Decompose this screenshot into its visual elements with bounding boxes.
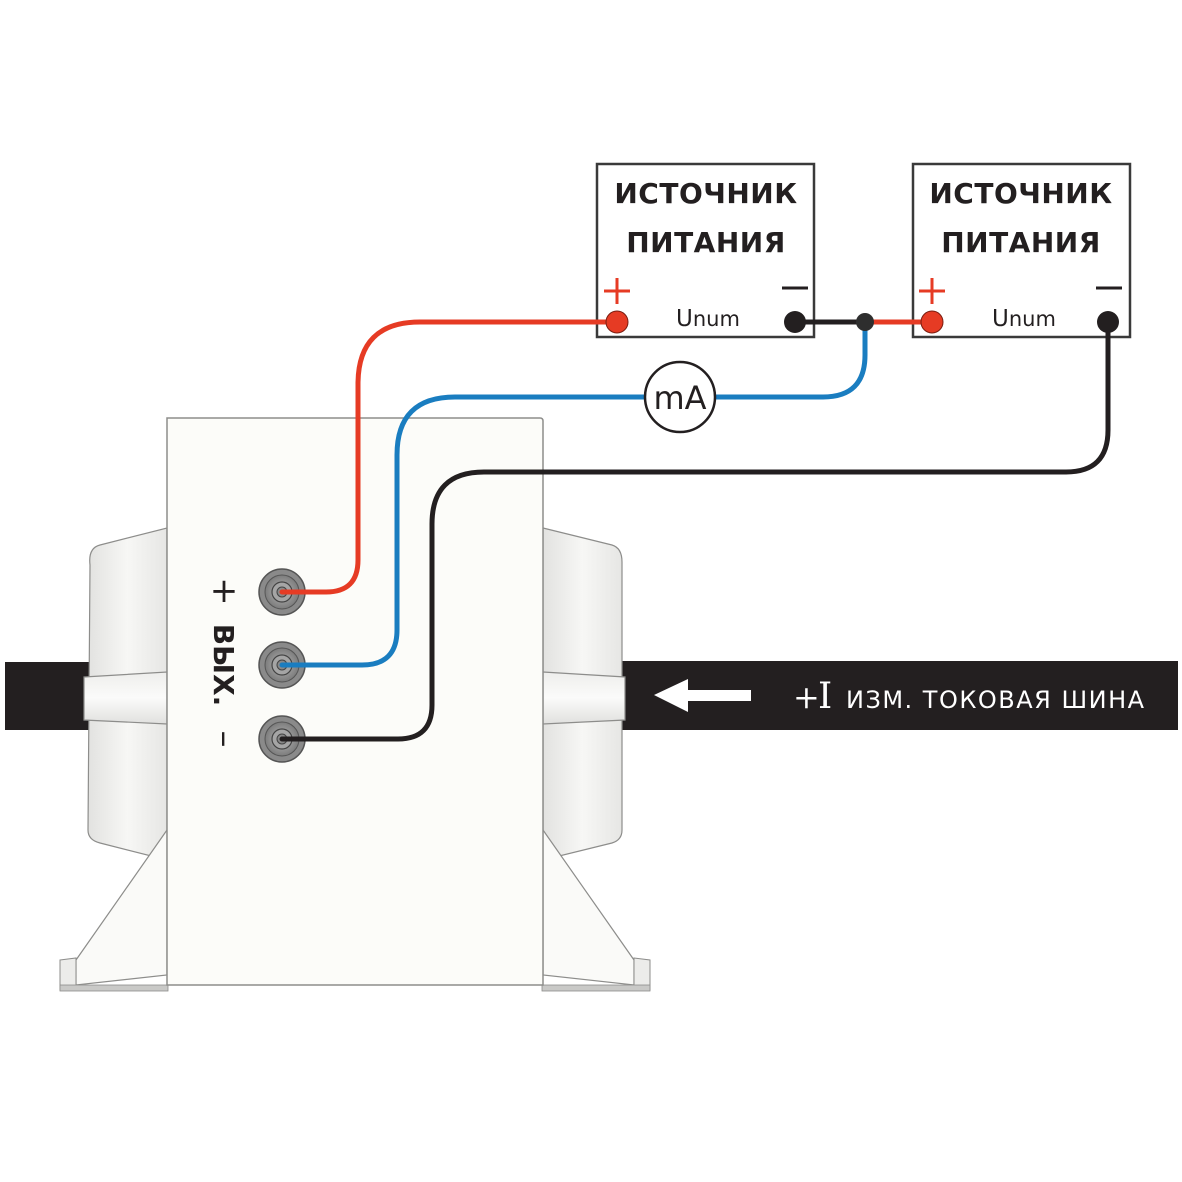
psu2-minus-terminal[interactable]: [1097, 311, 1119, 333]
junction-node: [856, 313, 874, 331]
current-sensor: + ВЫХ. –: [59, 417, 651, 992]
power-supply-2: ИСТОЧНИК ПИТАНИЯ Unum: [911, 162, 1132, 339]
wire-signal[interactable]: [712, 319, 868, 400]
psu1-minus-terminal[interactable]: [784, 311, 806, 333]
milliammeter-icon: mA: [643, 360, 717, 434]
psu2-title-line1: ИСТОЧНИК: [929, 177, 1112, 210]
wires: [279, 319, 1111, 742]
sensor-right-flange: [541, 527, 651, 992]
busbar-label: ИЗМ. ТОКОВАЯ ШИНА: [846, 686, 1146, 714]
sensor-body: [166, 417, 544, 986]
sensor-left-flange: [59, 527, 169, 992]
busbar-label-group: + I ИЗМ. ТОКОВАЯ ШИНА: [654, 676, 1146, 717]
output-label: ВЫХ.: [207, 624, 240, 707]
psu1-title-line1: ИСТОЧНИК: [614, 177, 797, 210]
arrow-left-icon: [654, 679, 751, 712]
psu2-plus-sign: [919, 278, 945, 304]
psu2-title-line2: ПИТАНИЯ: [941, 226, 1101, 259]
meter-label: mA: [653, 379, 706, 417]
psu2-plus-terminal[interactable]: [920, 310, 944, 334]
terminal-plus-label: +: [210, 571, 239, 611]
power-supply-1: ИСТОЧНИК ПИТАНИЯ Unum: [595, 162, 816, 339]
psu1-title-line2: ПИТАНИЯ: [626, 226, 786, 259]
current-symbol: I: [818, 676, 832, 717]
psu1-plus-sign: [604, 278, 630, 304]
terminal-minus-label: –: [205, 731, 245, 748]
wire-positive[interactable]: [279, 319, 620, 595]
psu1-plus-terminal[interactable]: [605, 310, 629, 334]
current-plus-symbol: +: [793, 678, 820, 716]
psu2-voltage-label: Unum: [992, 306, 1056, 332]
psu1-voltage-label: Unum: [676, 306, 740, 332]
wire-signal-to-sensor[interactable]: [279, 394, 648, 668]
wire-negative[interactable]: [279, 319, 1111, 742]
